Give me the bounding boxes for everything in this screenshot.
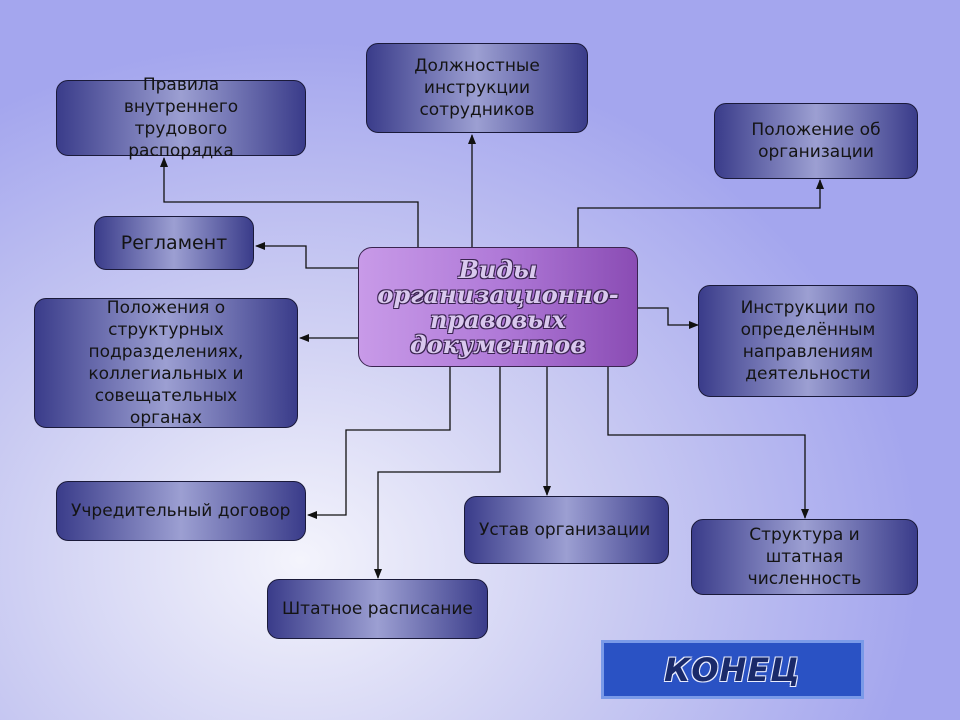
- node-charter-label: Устав организации: [479, 520, 651, 540]
- node-staff-schedule-label: Штатное расписание: [282, 599, 473, 619]
- center-node-label: Виды организационно- правовых документов: [377, 255, 619, 359]
- node-structure-label: Структура и штатная численность: [747, 525, 862, 589]
- node-org-regulation-label: Положение об организации: [751, 120, 881, 162]
- end-button[interactable]: КОНЕЦ: [601, 640, 864, 699]
- center-node: Виды организационно- правовых документов: [358, 247, 638, 367]
- node-division-regulations-label: Положения о структурных подразделениях, …: [88, 298, 244, 428]
- node-rules: Правила внутреннего трудового распорядка: [56, 75, 306, 161]
- node-division-regulations: Положения о структурных подразделениях, …: [34, 298, 298, 428]
- node-reglament: Регламент: [94, 216, 254, 270]
- connector-structure: [607, 367, 809, 519]
- node-founding-agreement-label: Учредительный договор: [71, 501, 291, 521]
- connector-rules: [160, 157, 419, 247]
- node-founding-agreement: Учредительный договор: [56, 481, 306, 541]
- connector-reglament: [255, 242, 358, 269]
- node-rules-label: Правила внутреннего трудового распорядка: [123, 75, 239, 161]
- connector-staff-schedule: [374, 367, 501, 579]
- end-button-label: КОНЕЦ: [664, 650, 801, 689]
- connector-org-regulation: [577, 179, 824, 247]
- node-staff-schedule: Штатное расписание: [267, 579, 488, 639]
- node-reglament-label: Регламент: [120, 232, 228, 254]
- node-job-instructions-label: Должностные инструкции сотрудников: [414, 56, 540, 120]
- connector-direction-instructions: [638, 307, 699, 329]
- connector-founding-agreement: [307, 367, 451, 519]
- node-charter: Устав организации: [464, 496, 669, 564]
- node-structure: Структура и штатная численность: [691, 519, 918, 595]
- node-direction-instructions: Инструкции по определённым направлениям …: [698, 285, 918, 397]
- node-job-instructions: Должностные инструкции сотрудников: [366, 43, 588, 133]
- node-org-regulation: Положение об организации: [714, 103, 918, 179]
- node-direction-instructions-label: Инструкции по определённым направлениям …: [740, 298, 876, 384]
